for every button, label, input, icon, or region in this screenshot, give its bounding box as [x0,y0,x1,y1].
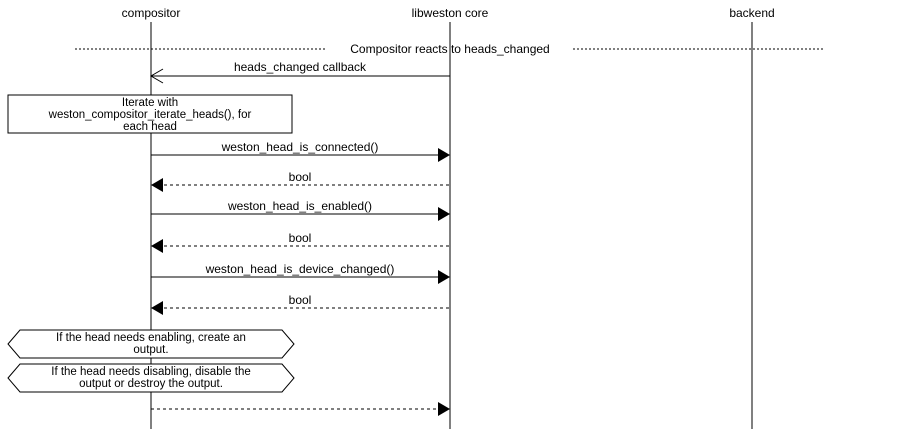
message-label-5: bool [289,231,312,245]
participant-label-compositor: compositor [122,6,181,20]
message-label-4: weston_head_is_enabled() [227,199,372,213]
message-label-7: bool [289,293,312,307]
note-condition-enable-head: If the head needs enabling, create an ou… [7,329,295,359]
arrowhead-2 [438,148,450,162]
divider-label: Compositor reacts to heads_changed [350,42,549,56]
message-label-6: weston_head_is_device_changed() [205,262,395,276]
message-bool-return-3: bool [151,293,450,315]
message-weston-head-is-device-changed: weston_head_is_device_changed() [151,262,450,284]
message-label-2: weston_head_is_connected() [221,140,379,154]
message-weston-head-is-connected: weston_head_is_connected() [151,140,450,162]
note-condition-disable-head: If the head needs disabling, disable the… [7,363,295,393]
note-box-1 [7,94,293,134]
note-box-3 [7,363,295,393]
note-1-line-3: each head [123,121,177,133]
arrowhead-5 [151,239,163,253]
note-3-line-1: If the head needs disabling, disable the [51,366,250,378]
note-iterate-heads: Iterate with weston_compositor_iterate_h… [7,94,293,134]
section-divider: Compositor reacts to heads_changed [75,42,825,56]
arrowhead-1 [150,68,164,84]
participant-label-backend: backend [729,6,774,20]
arrowhead-8 [438,402,450,416]
note-1-line-2: weston_compositor_iterate_heads(), for [48,109,252,121]
message-label-3: bool [289,170,312,184]
note-2-line-2: output. [133,344,168,356]
message-weston-head-is-enabled: weston_head_is_enabled() [151,199,450,221]
arrowhead-7 [151,301,163,315]
participant-label-libweston-core: libweston core [412,6,489,20]
message-final-return [151,402,450,416]
note-2-line-1: If the head needs enabling, create an [56,332,246,344]
message-label-1: heads_changed callback [234,60,367,74]
note-1-line-1: Iterate with [122,97,178,109]
participant-headers: compositor libweston core backend [122,6,775,20]
arrowhead-4 [438,207,450,221]
message-heads-changed-callback: heads_changed callback [150,60,450,84]
note-box-2 [7,329,295,359]
note-3-line-2: output or destroy the output. [79,378,223,390]
message-bool-return-2: bool [151,231,450,253]
message-bool-return-1: bool [151,170,450,192]
arrowhead-6 [438,270,450,284]
arrowhead-3 [151,178,163,192]
lifelines [150,22,753,429]
